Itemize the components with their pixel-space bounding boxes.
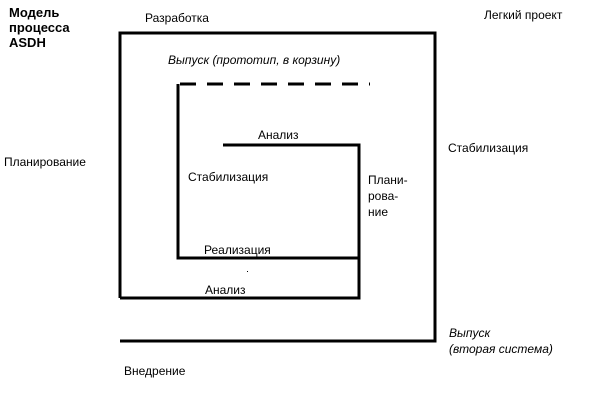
release-second-line: Выпуск bbox=[449, 326, 491, 340]
planning-split-line: рова- bbox=[368, 189, 399, 203]
label-implementation: Реализация bbox=[204, 243, 271, 257]
label-light-project: Легкий проект bbox=[484, 8, 563, 22]
diagram-title: Модель процесса ASDH bbox=[9, 5, 70, 50]
label-stabilization-inner: Стабилизация bbox=[188, 170, 269, 184]
label-planning-split: Плани- рова- ние bbox=[368, 172, 408, 220]
label-deployment: Внедрение bbox=[124, 364, 186, 378]
planning-split-line: ние bbox=[368, 205, 389, 219]
label-analysis-bottom: Анализ bbox=[205, 283, 246, 297]
title-line: Модель bbox=[9, 5, 60, 20]
label-development: Разработка bbox=[145, 11, 209, 25]
label-release-prototype: Выпуск (прототип, в корзину) bbox=[168, 53, 341, 67]
title-line: ASDH bbox=[9, 35, 46, 50]
release-second-line: (вторая система) bbox=[449, 342, 553, 356]
label-analysis-inner: Анализ bbox=[258, 128, 299, 142]
planning-split-line: Плани- bbox=[368, 173, 408, 187]
label-release-second: Выпуск (вторая система) bbox=[449, 325, 553, 357]
stray-dot bbox=[247, 271, 248, 272]
spiral-outer-segment bbox=[118, 31, 437, 343]
spiral-middle-segment bbox=[120, 143, 361, 300]
spiral-inner-segment bbox=[176, 84, 359, 260]
title-line: процесса bbox=[9, 20, 70, 35]
label-stabilization-outer: Стабилизация bbox=[448, 141, 529, 155]
label-planning: Планирование bbox=[4, 155, 86, 169]
